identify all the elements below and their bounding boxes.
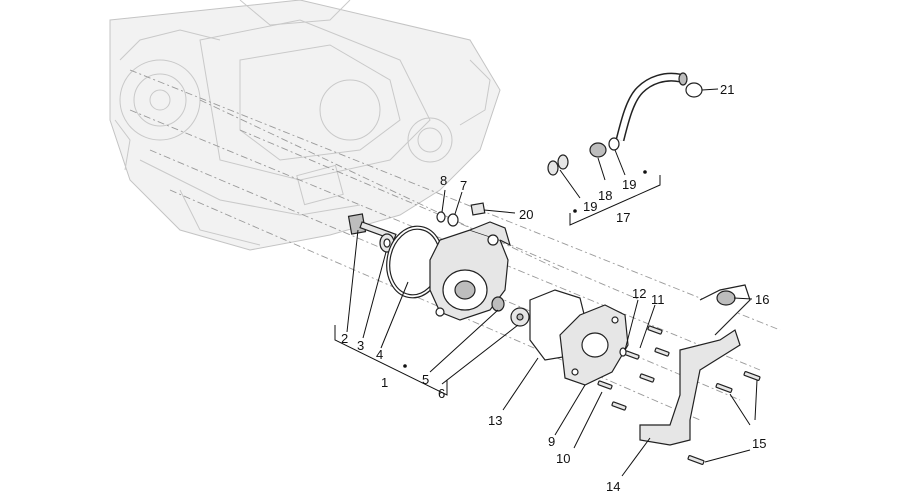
callout-17: 17 <box>616 210 630 225</box>
coolant-hose <box>484 72 688 207</box>
callout-6: 6 <box>438 386 445 401</box>
callout-labels: 1 2 3 4 5 6 7 8 9 10 11 12 13 14 15 16 1… <box>341 82 769 494</box>
support-bracket <box>639 284 751 446</box>
callout-19b: 19 <box>622 177 636 192</box>
hose-clamp-21 <box>685 82 703 98</box>
callout-4: 4 <box>376 347 383 362</box>
callout-14: 14 <box>606 479 620 494</box>
pump-bearing <box>491 296 505 312</box>
washer-8 <box>436 211 446 223</box>
fitting-20 <box>470 202 486 216</box>
water-pump-body <box>429 221 511 321</box>
engine-block-ghost <box>109 0 501 251</box>
callout-8: 8 <box>440 173 447 188</box>
pump-cover <box>559 304 629 386</box>
hose-clamp-16 <box>716 290 736 306</box>
callout-9: 9 <box>548 434 555 449</box>
callout-3: 3 <box>357 338 364 353</box>
o-ring <box>386 225 444 299</box>
callout-15: 15 <box>752 436 766 451</box>
callout-7: 7 <box>460 178 467 193</box>
callout-2: 2 <box>341 331 348 346</box>
assembly-bracket-1 <box>334 325 448 396</box>
callout-13: 13 <box>488 413 502 428</box>
callout-5: 5 <box>422 372 429 387</box>
callout-20: 20 <box>519 207 533 222</box>
callout-11: 11 <box>651 292 665 307</box>
cover-bolts <box>597 325 670 411</box>
callout-16: 16 <box>755 292 769 307</box>
bracket-bolts <box>687 371 761 465</box>
leader-lines <box>346 88 758 477</box>
assembly-bracket-17 <box>569 170 661 226</box>
washer-7 <box>447 213 459 227</box>
callout-1: 1 <box>381 375 388 390</box>
impeller <box>510 307 530 327</box>
callout-21: 21 <box>720 82 734 97</box>
callout-12: 12 <box>632 286 646 301</box>
callout-19a: 19 <box>583 199 597 214</box>
callout-18: 18 <box>598 188 612 203</box>
impeller-shaft <box>347 213 397 241</box>
callout-10: 10 <box>556 451 570 466</box>
